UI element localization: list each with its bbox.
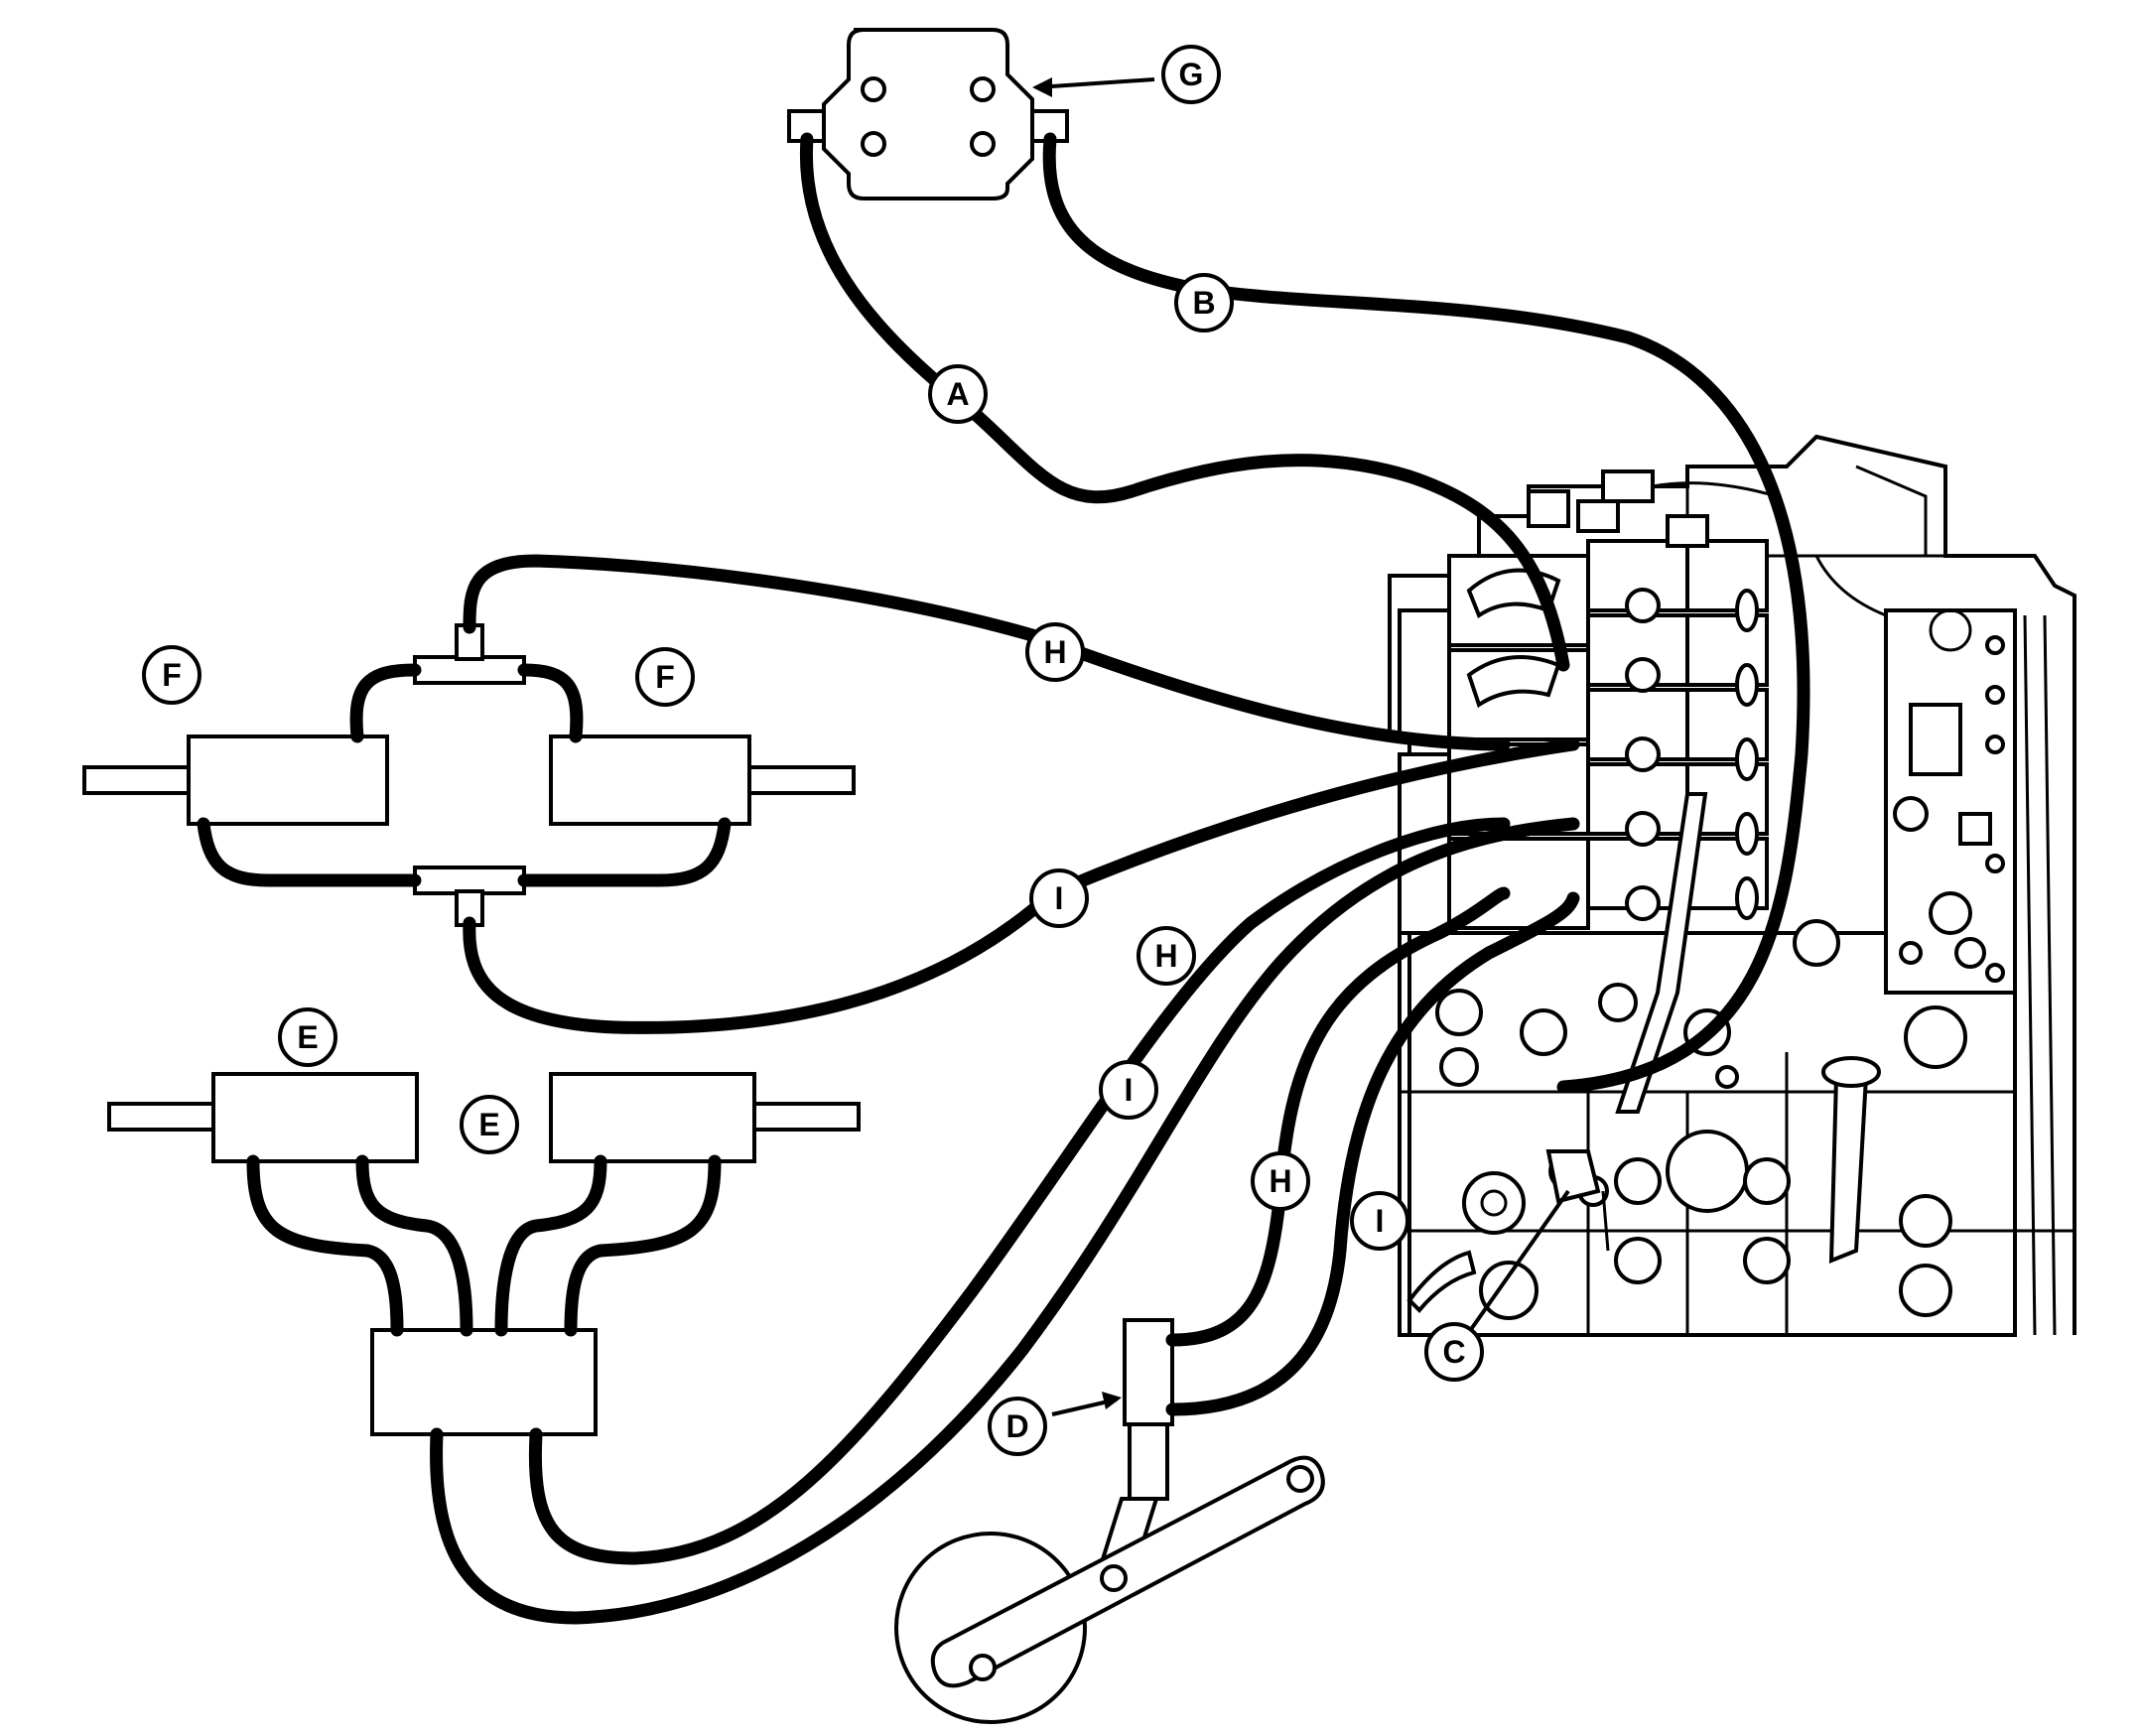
callout-f-right-label: F — [655, 659, 675, 695]
hose-f-right-top — [517, 663, 584, 743]
callout-h-lower: H — [1251, 1151, 1310, 1211]
callouts: G A B F F H I H — [142, 45, 1484, 1456]
hose-a — [799, 132, 1570, 672]
callout-a-label: A — [946, 376, 969, 412]
solenoid-caps — [1625, 588, 1759, 921]
hose-h-upper — [463, 554, 1511, 751]
callout-a: A — [928, 364, 988, 424]
hoses — [197, 132, 1810, 1625]
leader-lines — [1032, 77, 1570, 1416]
callout-e-right: E — [460, 1095, 519, 1154]
callout-h-middle-label: H — [1154, 938, 1177, 974]
hose-b — [1042, 132, 1810, 1094]
callout-i-lower-label: I — [1376, 1203, 1385, 1239]
cylinder-d-wheel-assembly — [894, 1318, 1325, 1724]
callout-c-label: C — [1442, 1334, 1465, 1370]
cylinders-f — [82, 623, 856, 927]
callout-i-upper: I — [1029, 868, 1089, 928]
hose-f-left-bottom — [197, 817, 422, 887]
callout-f-left-label: F — [162, 657, 182, 693]
hose-i-middle — [430, 817, 1580, 1625]
callout-d-label: D — [1005, 1408, 1028, 1444]
hose-e-4 — [564, 1154, 722, 1337]
hose-i-upper — [463, 737, 1580, 1034]
callout-i-middle-label: I — [1125, 1072, 1134, 1108]
callout-i-lower: I — [1350, 1191, 1409, 1251]
hose-f-left-top — [349, 663, 422, 743]
callout-e-right-label: E — [478, 1107, 499, 1142]
callout-e-left: E — [278, 1007, 337, 1067]
callout-f-left: F — [142, 645, 201, 705]
hose-e-1 — [246, 1154, 404, 1337]
callout-g-label: G — [1179, 57, 1204, 92]
callout-d: D — [988, 1397, 1047, 1456]
hose-i-lower — [1165, 891, 1580, 1416]
callout-h-middle: H — [1137, 926, 1196, 986]
top-fittings — [1527, 469, 1778, 548]
hose-e-3 — [494, 1154, 607, 1337]
valve-g — [787, 28, 1069, 200]
hose-e-2 — [355, 1154, 473, 1337]
callout-g: G — [1161, 45, 1221, 104]
callout-b-label: B — [1192, 285, 1215, 321]
callout-f-right: F — [635, 647, 695, 707]
callout-h-lower-label: H — [1269, 1163, 1291, 1199]
callout-e-left-label: E — [297, 1019, 318, 1055]
control-plate — [1884, 608, 2017, 995]
callout-h-upper: H — [1025, 622, 1085, 682]
hose-f-right-bottom — [517, 817, 732, 887]
callout-i-upper-label: I — [1055, 880, 1064, 916]
valve-stack-assembly — [1388, 434, 2076, 1337]
callout-i-middle: I — [1099, 1060, 1158, 1120]
callout-b: B — [1174, 273, 1234, 333]
hose-h-lower — [1165, 886, 1511, 1347]
cylinders-e — [107, 1072, 861, 1436]
callout-h-upper-label: H — [1043, 634, 1066, 670]
callout-c: C — [1424, 1322, 1484, 1382]
hose-h-middle — [528, 817, 1511, 1565]
housing-bolts — [1435, 919, 1967, 1320]
